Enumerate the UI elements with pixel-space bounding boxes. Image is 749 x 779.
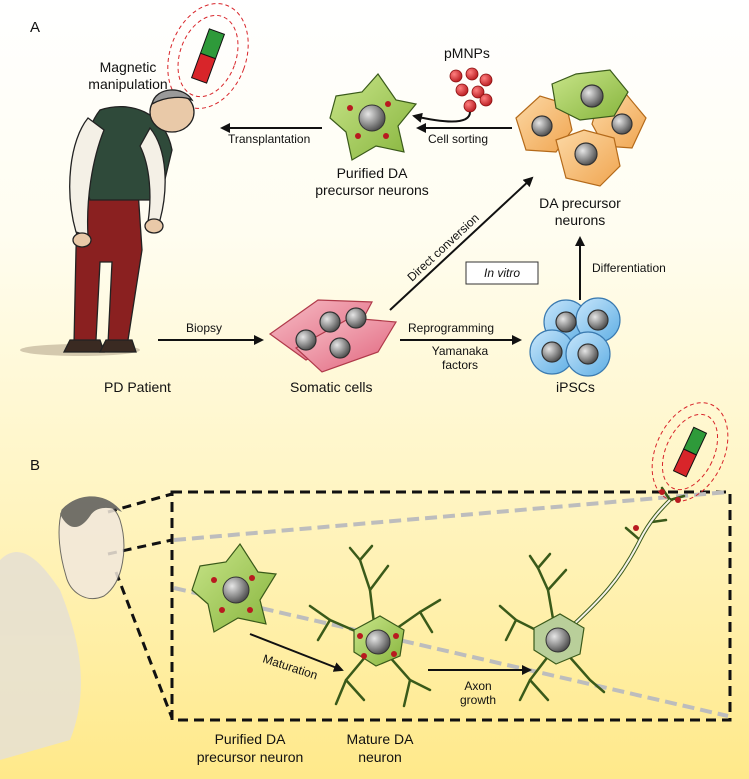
reprogramming-label: Reprogramming <box>408 321 494 335</box>
biopsy-label: Biopsy <box>186 321 222 335</box>
da-precursor-label-line2: neurons <box>555 212 606 228</box>
purified-neuron-b <box>191 542 278 633</box>
maturation-arrow <box>249 633 344 672</box>
magnet-label-line2: manipulation <box>88 76 167 92</box>
da-precursor-label-line1: DA precursor <box>539 195 621 211</box>
purified-da-label-line2: precursor neurons <box>315 182 429 198</box>
yamanaka-label-line1: Yamanaka <box>432 344 489 358</box>
cell-sorting-label: Cell sorting <box>428 132 488 146</box>
zoom-box <box>170 490 732 722</box>
ipscs-label: iPSCs <box>556 379 595 395</box>
purified-da-label-line1: Purified DA <box>337 165 408 181</box>
differentiation-label: Differentiation <box>592 261 666 275</box>
somatic-cells-label: Somatic cells <box>290 379 372 395</box>
mature-neuron-soma <box>353 615 405 667</box>
direct-conversion-arrow <box>389 176 534 311</box>
transplantation-label: Transplantation <box>228 132 310 146</box>
da-precursor-cluster <box>515 69 647 187</box>
ipsc-cluster <box>529 297 621 377</box>
yamanaka-label-line2: factors <box>442 358 478 372</box>
panel-a-letter: A <box>30 19 40 36</box>
axon-growth-label-line2: growth <box>460 693 496 707</box>
head-profile <box>0 496 125 760</box>
tract-lines <box>173 490 729 718</box>
axon-growth-label-line1: Axon <box>464 679 491 693</box>
panel-b-letter: B <box>30 457 40 474</box>
magnet-icon-b <box>651 402 729 502</box>
pmnps-label: pMNPs <box>444 45 490 61</box>
patient-illustration <box>20 89 195 356</box>
zoom-lines <box>107 492 174 719</box>
mature-neuron-label-line2: neuron <box>358 749 402 765</box>
purified-neuron-label-line1: Purified DA <box>215 731 286 747</box>
axon-core <box>569 499 671 629</box>
maturation-label: Maturation <box>261 652 319 683</box>
somatic-cells <box>268 299 398 373</box>
purified-da-cell <box>329 73 418 161</box>
pmnp-loading-arrow <box>412 111 471 123</box>
purified-neuron-label-line2: precursor neuron <box>197 749 304 765</box>
nanoparticle-cluster <box>449 67 493 113</box>
in-vitro-box <box>465 261 539 285</box>
mature-neuron-label-line1: Mature DA <box>347 731 415 747</box>
magnet-label-line1: Magnetic <box>100 59 157 75</box>
pd-patient-label: PD Patient <box>104 379 171 395</box>
in-vitro-label: In vitro <box>484 266 520 280</box>
axon-neuron-soma <box>533 489 681 665</box>
